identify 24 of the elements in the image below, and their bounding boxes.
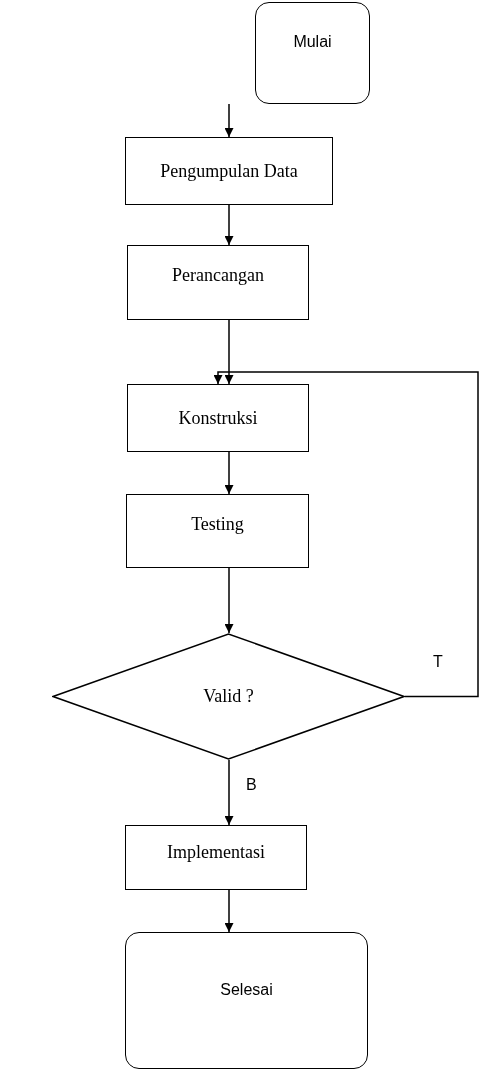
node-text: Pengumpulan Data (160, 160, 298, 182)
arrow (213, 371, 479, 698)
arrow (224, 204, 234, 246)
terminal-box (125, 932, 368, 1069)
process-box (125, 825, 307, 890)
decision-diamond (52, 633, 405, 760)
terminal-box (255, 2, 370, 104)
arrow (224, 759, 234, 826)
node-text: Konstruksi (178, 407, 258, 429)
process-box (126, 494, 309, 568)
node-text: Selesai (220, 980, 273, 999)
node-text: Testing (191, 513, 244, 535)
process-box (125, 137, 333, 205)
node-text: Perancangan (172, 265, 264, 286)
arrow (224, 889, 234, 933)
node-text: Mulai (293, 33, 332, 51)
node-text: Implementasi (167, 842, 265, 863)
arrow (224, 319, 234, 385)
arrow (224, 567, 234, 634)
node-text: Valid ? (203, 686, 254, 707)
arrow (224, 451, 234, 495)
arrow (224, 103, 234, 138)
process-box (127, 245, 309, 320)
process-box (127, 384, 309, 452)
